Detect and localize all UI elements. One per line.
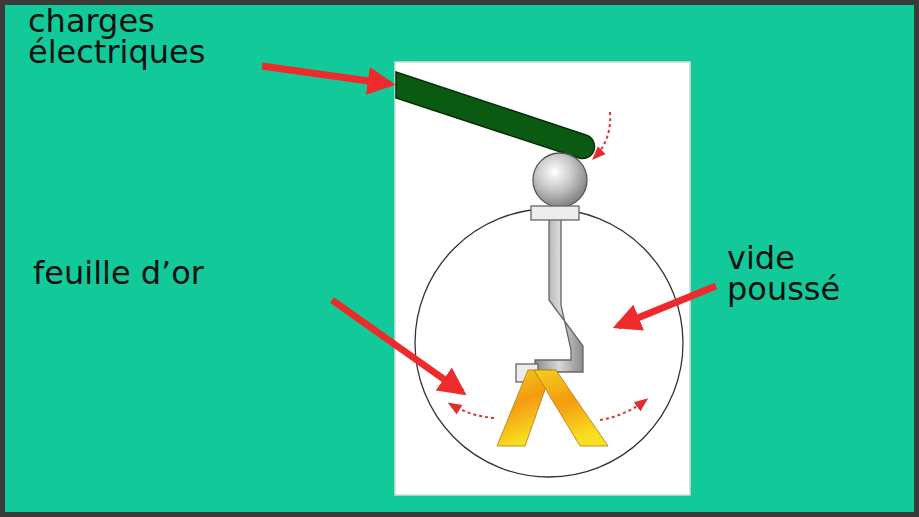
gold-leaf <box>534 370 608 446</box>
image-panel <box>395 62 690 495</box>
motion-arrow <box>594 112 610 158</box>
charged-rod <box>396 72 595 159</box>
leaf-label: feuille d’or <box>33 258 204 289</box>
collar <box>531 206 579 220</box>
metal-stem <box>535 218 583 372</box>
motion-arrow <box>600 400 646 420</box>
leader-arrow <box>332 300 462 392</box>
motion-arrow <box>450 404 494 418</box>
metal-ball <box>533 153 587 207</box>
rod-label: charges électriques <box>28 6 205 68</box>
vacuum-label: vide poussé <box>727 243 840 305</box>
leader-arrow <box>618 286 716 326</box>
glass-bulb <box>415 209 683 477</box>
ground <box>5 5 914 512</box>
leader-arrow <box>262 66 390 84</box>
